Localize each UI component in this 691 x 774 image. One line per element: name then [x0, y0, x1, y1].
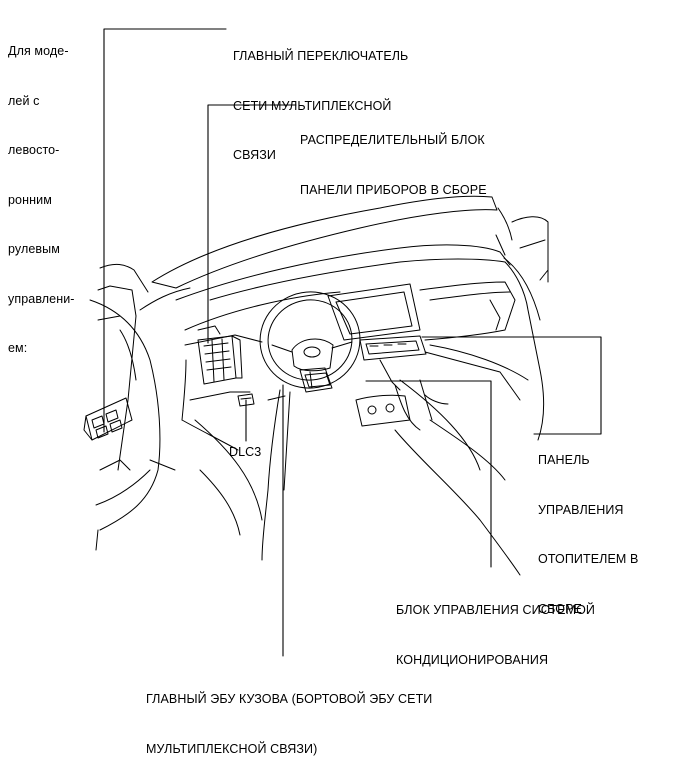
cabin-outline: [97, 195, 549, 471]
note-line: лей с: [8, 93, 40, 108]
steering-wheel: [259, 291, 361, 393]
label-main-switch: ГЛАВНЫЙ ПЕРЕКЛЮЧАТЕЛЬ СЕТИ МУЛЬТИПЛЕКСНО…: [233, 49, 409, 162]
leader-lines: [103, 28, 602, 657]
door-panel: [89, 299, 161, 551]
label-ac-ecu: БЛОК УПРАВЛЕНИЯ СИСТЕМОЙ КОНДИЦИОНИРОВАН…: [396, 603, 596, 667]
label-heater-panel: ПАНЕЛЬ УПРАВЛЕНИЯ ОТОПИТЕЛЕМ В СБОРЕ: [538, 453, 639, 616]
note-line: ем:: [8, 341, 28, 355]
model-note: Для моде- лей с левосто- ронним рулевым …: [8, 10, 75, 373]
note-line: левосто-: [8, 143, 60, 157]
dashboard-illustration: [83, 28, 602, 657]
center-console: [355, 335, 521, 576]
multiplex-master-switch: [83, 397, 133, 441]
dashboard: [175, 234, 545, 441]
label-junction-block: РАСПРЕДЕЛИТЕЛЬНЫЙ БЛОК ПАНЕЛИ ПРИБОРОВ В…: [300, 133, 487, 197]
label-dlc3: DLC3: [229, 445, 262, 459]
note-line: ронним: [8, 192, 52, 207]
label-body-ecu: ГЛАВНЫЙ ЭБУ КУЗОВА (БОРТОВОЙ ЭБУ СЕТИ МУ…: [146, 692, 433, 756]
lower-dash: [181, 334, 291, 561]
leader-junction-block: [207, 104, 297, 344]
note-line: управлени-: [8, 291, 75, 306]
dlc3-connector: [237, 393, 255, 407]
leader-main-switch: [103, 28, 227, 433]
leader-heater-panel: [421, 336, 602, 435]
body-contour: [149, 257, 549, 471]
note-line: рулевым: [8, 242, 60, 256]
junction-block: [197, 325, 243, 385]
leader-ac-ecu: [365, 380, 492, 568]
note-line: Для моде-: [8, 44, 69, 58]
